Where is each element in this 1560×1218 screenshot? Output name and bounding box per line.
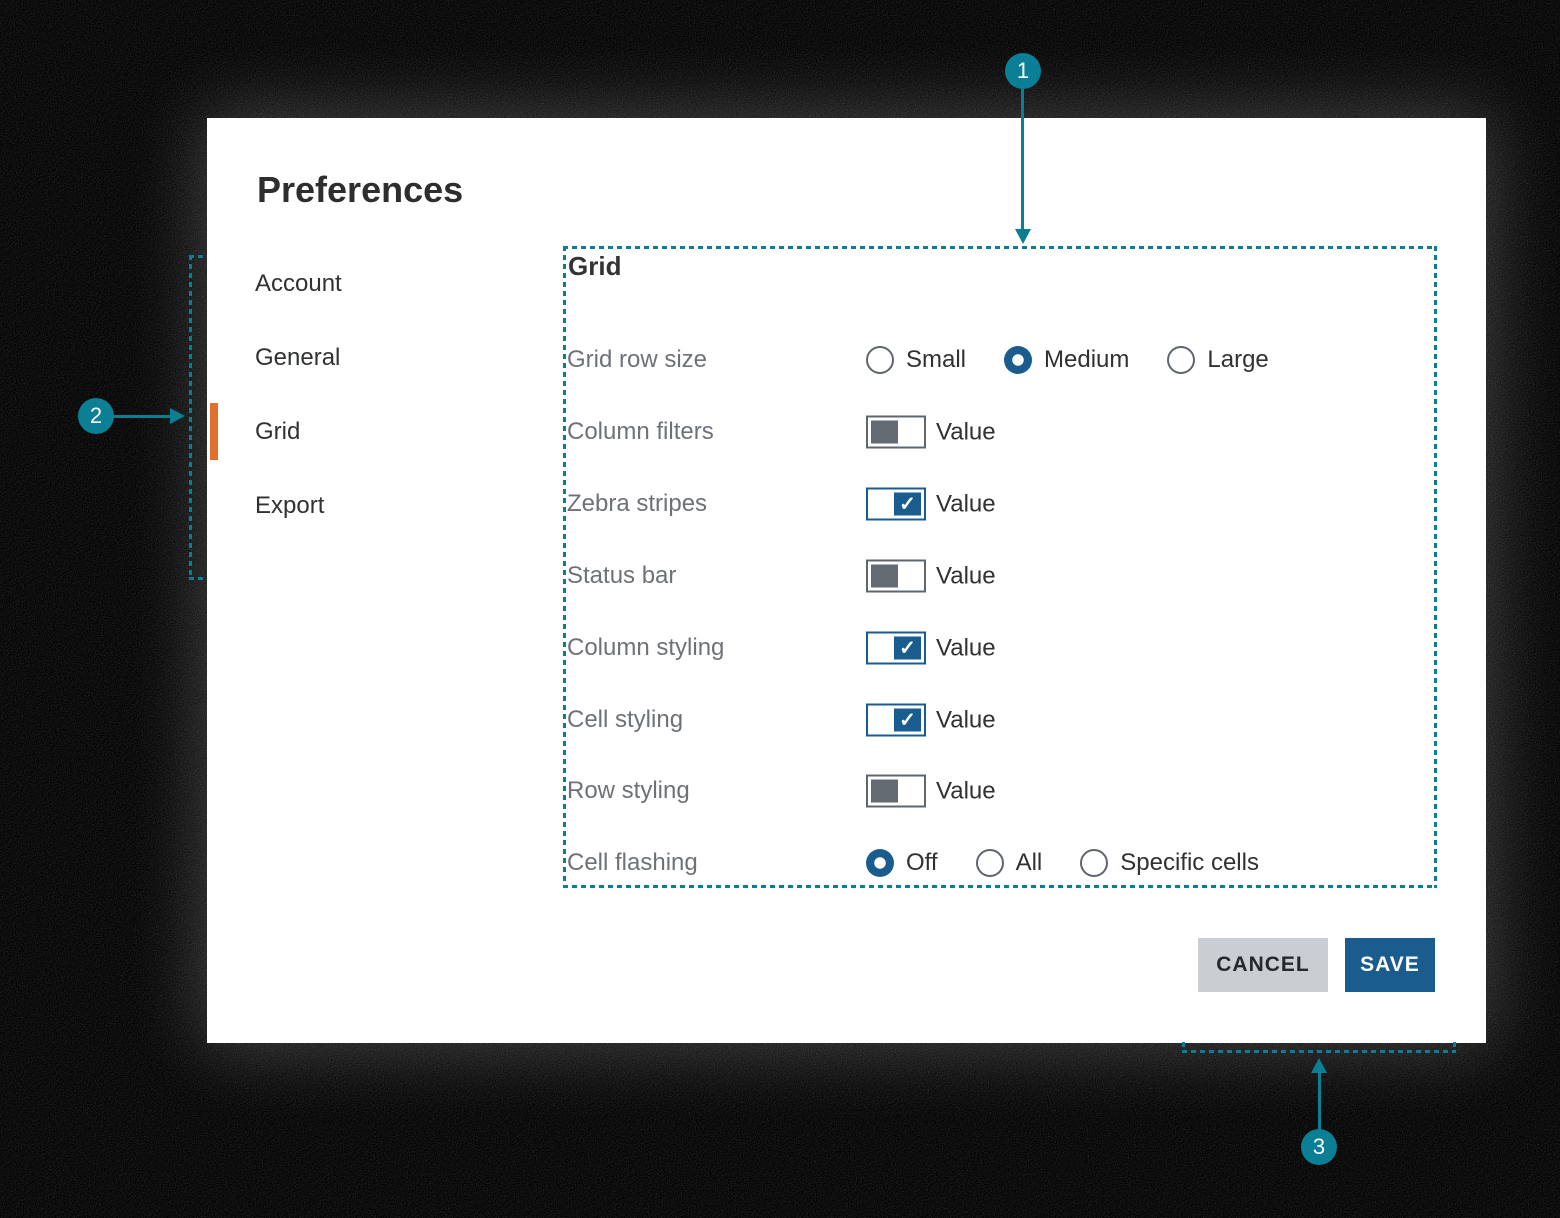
radio-selected-icon[interactable] xyxy=(1004,346,1033,374)
radio-option-large[interactable]: Large xyxy=(1167,346,1269,374)
toggle-knob: ✓ xyxy=(894,636,921,660)
setting-label: Status bar xyxy=(567,562,677,589)
setting-label: Column filters xyxy=(567,418,714,445)
setting-row-grid-row-size: Grid row size Small Medium Large xyxy=(563,343,1437,377)
callout-3-arrowhead-icon xyxy=(1311,1058,1327,1073)
radio-option-label: Large xyxy=(1207,346,1269,373)
setting-row-column-styling: Column styling ✓ Value xyxy=(563,631,1437,665)
sidebar-item-account[interactable]: Account xyxy=(255,270,342,297)
cancel-button[interactable]: CANCEL xyxy=(1198,938,1328,992)
radio-group: Off All Specific cells xyxy=(866,849,1259,877)
content-annotation-border-top xyxy=(563,246,1437,249)
toggle-off[interactable]: ✓ xyxy=(866,774,926,808)
sidebar-item-grid[interactable]: Grid xyxy=(255,418,301,445)
toggle-value-label: Value xyxy=(936,777,996,804)
radio-option-off[interactable]: Off xyxy=(866,849,938,877)
sidebar-annotation-border-top xyxy=(189,255,207,258)
setting-row-cell-flashing: Cell flashing Off All Specific cells xyxy=(563,846,1437,880)
radio-icon[interactable] xyxy=(975,849,1004,877)
setting-label: Row styling xyxy=(567,777,690,804)
callout-1-arrowhead-icon xyxy=(1015,229,1031,244)
toggle-control: ✓ Value xyxy=(866,703,996,737)
callout-2-line xyxy=(114,415,172,418)
toggle-control: ✓ Value xyxy=(866,487,996,521)
toggle-value-label: Value xyxy=(936,562,996,589)
sidebar-item-export[interactable]: Export xyxy=(255,492,325,519)
toggle-knob: ✓ xyxy=(871,420,898,444)
radio-option-label: Off xyxy=(906,849,938,876)
toggle-value-label: Value xyxy=(936,706,996,733)
page-title: Preferences xyxy=(257,169,464,210)
toggle-value-label: Value xyxy=(936,634,996,661)
radio-option-specific-cells[interactable]: Specific cells xyxy=(1080,849,1259,877)
toggle-control: ✓ Value xyxy=(866,415,996,449)
radio-option-medium[interactable]: Medium xyxy=(1004,346,1129,374)
toggle-knob: ✓ xyxy=(871,564,898,588)
toggle-on[interactable]: ✓ xyxy=(866,631,926,665)
content-annotation-border-bottom xyxy=(563,885,1437,888)
radio-option-label: Specific cells xyxy=(1120,849,1259,876)
sidebar-annotation-border-left xyxy=(189,255,192,580)
radio-option-label: Small xyxy=(906,346,967,373)
toggle-on[interactable]: ✓ xyxy=(866,487,926,521)
setting-label: Grid row size xyxy=(567,346,708,373)
toggle-control: ✓ Value xyxy=(866,559,996,593)
radio-selected-icon[interactable] xyxy=(866,849,894,877)
radio-group: Small Medium Large xyxy=(866,346,1269,374)
footer-annotation-border-bottom xyxy=(1182,1050,1456,1053)
sidebar-annotation-border-bottom xyxy=(189,577,207,580)
setting-label: Column styling xyxy=(567,634,725,661)
checkmark-icon: ✓ xyxy=(899,709,916,731)
toggle-on[interactable]: ✓ xyxy=(866,703,926,737)
toggle-off[interactable]: ✓ xyxy=(866,415,926,449)
panel-heading: Grid xyxy=(568,251,622,281)
radio-icon[interactable] xyxy=(1167,346,1196,374)
checkmark-icon: ✓ xyxy=(899,493,916,515)
content-annotation-border-right xyxy=(1434,246,1437,888)
callout-3-line xyxy=(1318,1072,1321,1130)
toggle-control: ✓ Value xyxy=(866,774,996,808)
callout-2-arrowhead-icon xyxy=(170,408,185,424)
setting-label: Cell styling xyxy=(567,706,684,733)
setting-row-row-styling: Row styling ✓ Value xyxy=(563,774,1437,808)
checkmark-icon: ✓ xyxy=(899,637,916,659)
toggle-value-label: Value xyxy=(936,490,996,517)
setting-row-cell-styling: Cell styling ✓ Value xyxy=(563,703,1437,737)
setting-label: Cell flashing xyxy=(567,849,698,876)
setting-row-column-filters: Column filters ✓ Value xyxy=(563,415,1437,449)
callout-3-badge: 3 xyxy=(1301,1129,1337,1165)
radio-option-label: Medium xyxy=(1044,346,1130,373)
content-annotation-border-left xyxy=(563,246,566,888)
callout-2-badge: 2 xyxy=(78,398,114,434)
footer-annotation-border-right xyxy=(1453,1042,1456,1053)
toggle-off[interactable]: ✓ xyxy=(866,559,926,593)
callout-1-badge: 1 xyxy=(1005,53,1041,89)
toggle-control: ✓ Value xyxy=(866,631,996,665)
callout-1-line xyxy=(1021,89,1024,230)
setting-label: Zebra stripes xyxy=(567,490,708,517)
active-item-indicator xyxy=(210,403,218,460)
toggle-value-label: Value xyxy=(936,418,996,445)
footer-annotation-border-left xyxy=(1182,1042,1185,1053)
toggle-knob: ✓ xyxy=(894,708,921,732)
setting-row-status-bar: Status bar ✓ Value xyxy=(563,559,1437,593)
sidebar-item-general[interactable]: General xyxy=(255,344,341,371)
radio-option-all[interactable]: All xyxy=(975,849,1043,877)
radio-option-small[interactable]: Small xyxy=(866,346,966,374)
radio-option-label: All xyxy=(1015,849,1043,876)
radio-icon[interactable] xyxy=(866,346,894,374)
setting-row-zebra-stripes: Zebra stripes ✓ Value xyxy=(563,487,1437,521)
toggle-knob: ✓ xyxy=(894,492,921,516)
save-button[interactable]: SAVE xyxy=(1345,938,1435,992)
radio-icon[interactable] xyxy=(1080,849,1109,877)
toggle-knob: ✓ xyxy=(871,779,898,803)
